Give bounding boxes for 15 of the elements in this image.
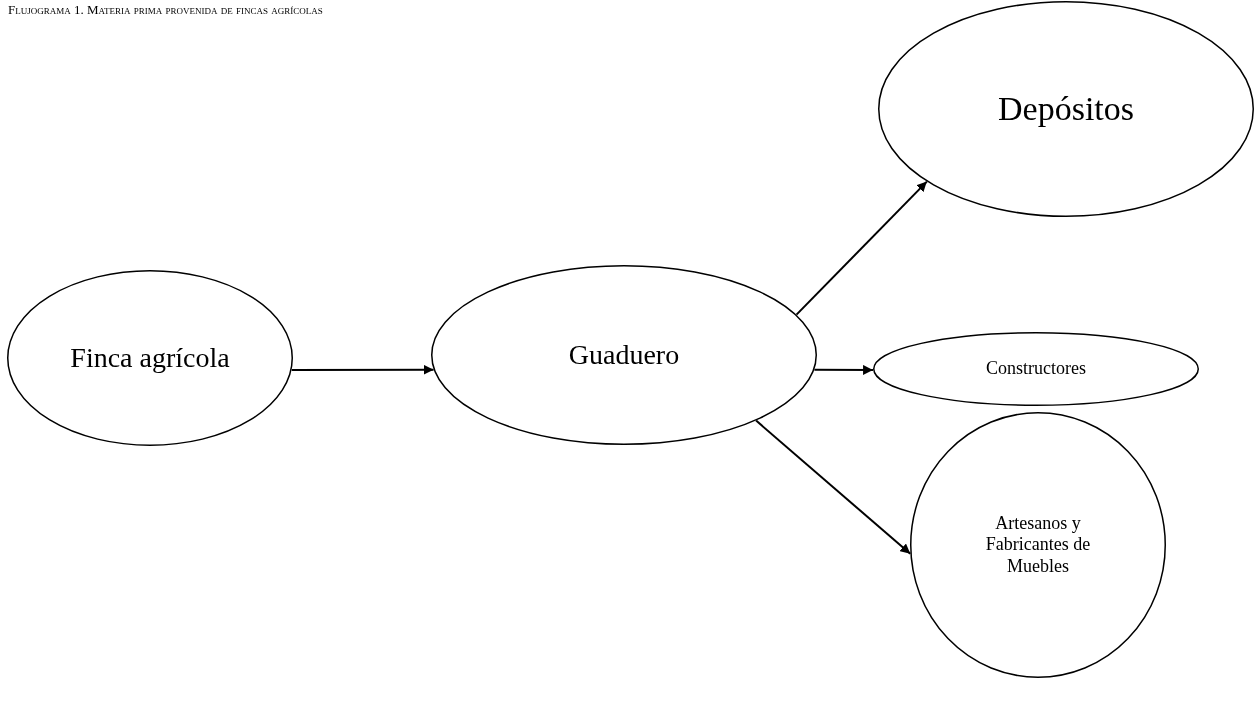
- arrow: [290, 364, 435, 375]
- ellipse-node: [878, 1, 1254, 217]
- ellipse-node: [873, 332, 1199, 406]
- node-label: Depósitos: [998, 88, 1134, 129]
- ellipse-node: [910, 412, 1166, 678]
- node-label: Artesanos y Fabricantes de Muebles: [984, 512, 1092, 578]
- arrow: [795, 180, 928, 316]
- ellipse-node: [7, 270, 293, 446]
- arrow: [813, 364, 875, 375]
- node-label: Finca agrícola: [70, 341, 230, 375]
- figure-title: Flujograma 1. Materia prima provenida de fincas agrícolas: [8, 2, 323, 18]
- arrow: [755, 419, 912, 555]
- node-label: Guaduero: [568, 338, 680, 372]
- node-label: Constructores: [986, 358, 1086, 380]
- ellipse-node: [431, 265, 817, 445]
